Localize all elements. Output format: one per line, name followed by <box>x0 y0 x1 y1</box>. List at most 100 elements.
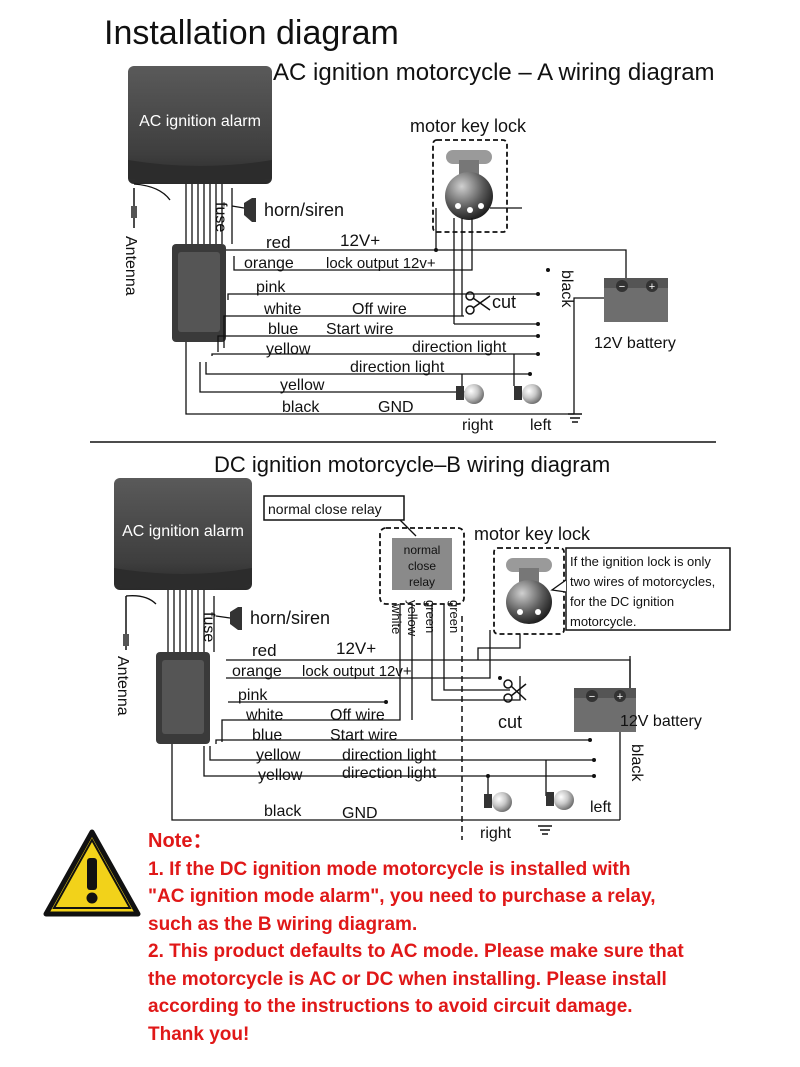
cut-b-label: cut <box>498 712 522 732</box>
battery-b-label: 12V battery <box>620 713 702 730</box>
wire-a-start: Start wire <box>326 321 394 338</box>
key-lock-b-label: motor key lock <box>474 524 591 544</box>
key-lock-a-frame <box>432 139 508 233</box>
wire-b-direction1: direction light <box>342 747 437 764</box>
alarm-unit-a: AC ignition alarm <box>128 66 272 184</box>
relay-green1-label: green <box>423 600 438 633</box>
ignition-callout: If the ignition lock is only two wires o… <box>550 547 731 631</box>
alarm-b-label: AC ignition alarm <box>122 523 244 540</box>
ground-icon <box>568 413 582 423</box>
svg-text:+: + <box>649 281 655 293</box>
alarm-unit-b: AC ignition alarm <box>114 478 252 590</box>
wire-a-gnd: GND <box>378 399 414 416</box>
note-heading: Note： <box>148 830 213 852</box>
wires-b <box>171 604 631 821</box>
key-lock-icon <box>445 150 493 220</box>
ground-icon <box>538 825 552 835</box>
wire-a-yellow1: yellow <box>266 341 311 358</box>
note-line-1: 1. If the DC ignition mode motorcycle is… <box>148 858 631 880</box>
battery-icon: − + <box>604 278 668 322</box>
note-line-5: the motorcycle is AC or DC when installi… <box>148 968 667 990</box>
bulb-b-left: left <box>590 799 612 816</box>
bulb-icon <box>456 384 484 404</box>
relay-callout <box>263 495 405 521</box>
relay-white-label: white <box>389 603 404 634</box>
alarm-a-label: AC ignition alarm <box>139 113 261 130</box>
note-line-3: such as the B wiring diagram. <box>148 913 418 935</box>
wire-b-orange: orange <box>232 663 282 680</box>
diagram-a: AC ignition motorcycle – A wiring diagra… <box>122 59 715 434</box>
relay-label-3: relay <box>409 575 435 589</box>
wire-b-pink: pink <box>238 687 268 704</box>
wire-b-white: white <box>245 707 283 724</box>
diagram-b: DC ignition motorcycle–B wiring diagram … <box>114 452 731 842</box>
wire-a-pink: pink <box>256 279 286 296</box>
wire-a-12v: 12V+ <box>340 231 380 250</box>
horn-icon <box>215 607 242 630</box>
note-line-6: according to the instructions to avoid c… <box>148 996 633 1017</box>
callout-line-3: for the DC ignition <box>570 594 674 609</box>
diagram-b-heading: DC ignition motorcycle–B wiring diagram <box>214 452 610 477</box>
note-line-4: 2. This product defaults to AC mode. Ple… <box>148 941 684 962</box>
page-title: Installation diagram <box>104 14 399 52</box>
callout-line-4: motorcycle. <box>570 614 636 629</box>
wire-b-black: black <box>264 803 302 820</box>
relay-green2-label: green <box>447 600 462 633</box>
wire-a-black: black <box>282 399 320 416</box>
antenna-icon <box>131 183 171 228</box>
callout-line-1: If the ignition lock is only <box>570 554 711 569</box>
antenna-icon <box>123 595 157 650</box>
relay-frame <box>379 527 465 605</box>
battery-a-label: 12V battery <box>594 335 676 352</box>
relay-box: normal close relay <box>392 538 452 590</box>
wire-b-start: Start wire <box>330 727 398 744</box>
wire-a-orange: orange <box>244 255 294 272</box>
wire-a-lock-output: lock output 12v+ <box>326 255 436 272</box>
wire-b-lock-output: lock output 12v+ <box>302 663 412 680</box>
relay-callout-label: normal close relay <box>268 501 382 517</box>
cable-bundle-b <box>167 590 215 652</box>
relay-label-1: normal <box>404 543 441 557</box>
wire-a-direction1: direction light <box>412 339 507 356</box>
note-line-7: Thank you! <box>148 1023 250 1045</box>
bulb-b-right: right <box>480 825 512 842</box>
svg-text:−: − <box>619 281 625 293</box>
bulb-a-right: right <box>462 417 494 434</box>
wire-b-12v: 12V+ <box>336 639 376 658</box>
note-line-2: "AC ignition mode alarm", you need to pu… <box>148 886 656 907</box>
wire-dots-b <box>384 676 596 778</box>
wire-b-blue: blue <box>252 727 282 744</box>
wire-a-red: red <box>266 233 291 252</box>
horn-b-label: horn/siren <box>250 608 330 628</box>
wires-a <box>185 207 627 415</box>
wire-b-yellow2: yellow <box>258 767 303 784</box>
horn-icon <box>231 198 256 222</box>
key-lock-a-label: motor key lock <box>410 116 527 136</box>
wire-a-off: Off wire <box>352 301 407 318</box>
wire-b-yellow1: yellow <box>256 747 301 764</box>
diagram-a-heading: AC ignition motorcycle – A wiring diagra… <box>273 59 715 86</box>
black-vertical-a-label: black <box>558 270 575 308</box>
wire-a-white: white <box>263 301 301 318</box>
fuse-a-label: fuse <box>212 202 229 232</box>
cable-bundle-a <box>185 184 233 244</box>
bulb-icon <box>484 792 512 812</box>
svg-text:−: − <box>589 691 595 703</box>
note-section: Note： 1. If the DC ignition mode motorcy… <box>148 828 788 1048</box>
antenna-a-label: Antenna <box>122 236 139 296</box>
wire-a-yellow2: yellow <box>280 377 325 394</box>
wire-a-direction2: direction light <box>350 359 445 376</box>
bulb-icon <box>546 790 574 810</box>
warning-icon <box>43 829 141 917</box>
wire-b-direction2: direction light <box>342 765 437 782</box>
relay-label-2: close <box>408 559 436 573</box>
black-vertical-b-label: black <box>628 744 645 782</box>
battery-icon: − + <box>574 688 636 732</box>
scissors-icon <box>465 291 491 315</box>
wire-a-blue: blue <box>268 321 298 338</box>
wire-b-gnd: GND <box>342 805 378 822</box>
svg-text:+: + <box>617 691 623 703</box>
wire-b-off: Off wire <box>330 707 385 724</box>
